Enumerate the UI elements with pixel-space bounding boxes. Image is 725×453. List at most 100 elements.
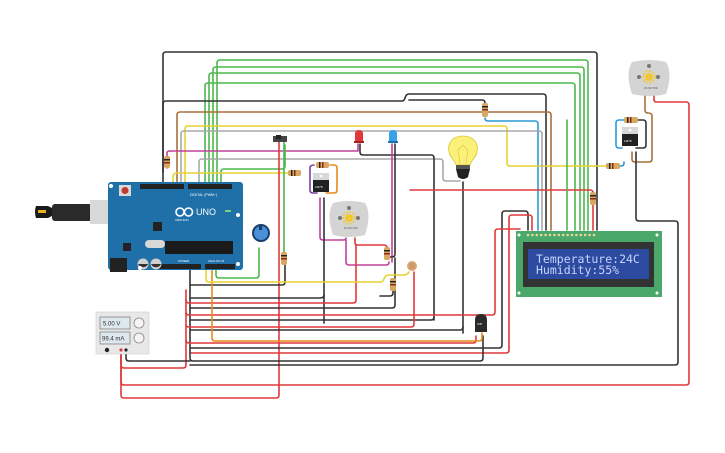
- resistor[interactable]: [590, 192, 596, 205]
- lcd-pin[interactable]: [544, 233, 547, 237]
- wire-black[interactable]: [189, 326, 464, 331]
- wire-black[interactable]: [125, 349, 191, 362]
- arduino-logo-icon: [175, 207, 194, 217]
- wire-gray[interactable]: [198, 158, 461, 184]
- resistor[interactable]: [390, 278, 396, 291]
- photoresistor[interactable]: [407, 261, 417, 271]
- resistor[interactable]: [624, 117, 638, 123]
- resistor[interactable]: [288, 170, 301, 176]
- transistor-2[interactable]: LM78: [622, 127, 638, 146]
- wire-black[interactable]: [387, 143, 396, 258]
- resistor[interactable]: [164, 156, 170, 168]
- wire-red[interactable]: [120, 141, 280, 399]
- lcd-pin[interactable]: [575, 233, 578, 237]
- sensor-label: TMP: [477, 323, 483, 326]
- lcd-pin[interactable]: [588, 233, 591, 237]
- resistor[interactable]: [606, 163, 620, 169]
- power-switch[interactable]: [104, 347, 110, 353]
- transistor-1[interactable]: LM78: [313, 173, 329, 192]
- wire-magenta[interactable]: [319, 197, 347, 241]
- wire-brown[interactable]: [176, 111, 552, 231]
- wire-blue[interactable]: [615, 119, 627, 167]
- resistor[interactable]: [316, 162, 329, 168]
- resistor[interactable]: [281, 252, 287, 265]
- dc-motor-1[interactable]: DC MOTOR: [329, 201, 369, 237]
- wire-green[interactable]: [208, 72, 581, 231]
- led-blue[interactable]: [388, 130, 398, 143]
- lcd-pin[interactable]: [548, 233, 552, 237]
- lcd-pin[interactable]: [566, 233, 569, 237]
- wire-green[interactable]: [215, 247, 260, 279]
- wire-magenta[interactable]: [166, 143, 359, 169]
- current-knob[interactable]: [133, 332, 145, 344]
- lcd-pin[interactable]: [592, 233, 596, 237]
- resistor[interactable]: [482, 103, 488, 117]
- slide-switch[interactable]: [273, 135, 287, 142]
- lcd-pin[interactable]: [561, 233, 565, 237]
- wire-red[interactable]: [185, 228, 521, 316]
- usb-cable-tip: [38, 210, 46, 213]
- lcd-display[interactable]: Temperature:24C Humidity:55%: [516, 231, 662, 297]
- wire-magenta[interactable]: [345, 239, 390, 266]
- lcd-pin[interactable]: [557, 233, 561, 237]
- wire-green[interactable]: [216, 59, 589, 231]
- lcd-pin[interactable]: [535, 233, 539, 237]
- lcd-pin[interactable]: [539, 233, 543, 237]
- wire-red[interactable]: [120, 289, 187, 369]
- wire-black[interactable]: [189, 316, 435, 321]
- resistors: [164, 103, 638, 291]
- wire-black[interactable]: [162, 93, 547, 231]
- wire-orange[interactable]: [325, 164, 338, 194]
- light-bulb-icon[interactable]: [448, 135, 478, 179]
- lcd-pin[interactable]: [531, 233, 534, 237]
- voltage-readout: 5.00 V: [103, 322, 120, 328]
- digital-header-label: DIGITAL (PWM~): [190, 193, 217, 197]
- negative-terminal[interactable]: [124, 348, 128, 352]
- dc-motor-2[interactable]: DC MOTOR: [628, 60, 670, 96]
- wire-yellow[interactable]: [184, 125, 609, 184]
- wire-orange[interactable]: [211, 267, 483, 342]
- wire-yellow[interactable]: [205, 267, 410, 283]
- lcd-pin[interactable]: [570, 233, 574, 237]
- power-supply[interactable]: 5.00 V 99.4 mA: [95, 311, 150, 355]
- wire-black[interactable]: [189, 257, 396, 309]
- wire-black[interactable]: [635, 119, 647, 149]
- resistor[interactable]: [384, 247, 390, 260]
- wire-red[interactable]: [354, 237, 388, 253]
- lcd-pin[interactable]: [583, 233, 587, 237]
- wire-black[interactable]: [189, 294, 325, 299]
- wire-green[interactable]: [212, 66, 585, 231]
- wire-red[interactable]: [185, 335, 477, 344]
- temperature-sensor[interactable]: TMP: [475, 314, 487, 332]
- voltage-knob[interactable]: [133, 317, 145, 329]
- reset-button[interactable]: [121, 187, 129, 194]
- wire-black[interactable]: [189, 151, 679, 366]
- arduino-uno[interactable]: DIGITAL (PWM~) POWER ANALOG IN UNO ARDUI…: [35, 182, 243, 272]
- wire-brown[interactable]: [631, 93, 653, 163]
- wire-red[interactable]: [409, 189, 594, 194]
- wire-green[interactable]: [204, 82, 576, 231]
- wire-red[interactable]: [120, 93, 690, 386]
- lcd-pin[interactable]: [579, 233, 583, 237]
- wire-red[interactable]: [185, 271, 415, 328]
- wire-black[interactable]: [359, 143, 435, 321]
- lcd-pin[interactable]: [553, 233, 556, 237]
- wire-red[interactable]: [189, 214, 533, 354]
- potentiometer[interactable]: [252, 224, 270, 242]
- wire-black[interactable]: [408, 99, 486, 104]
- wire-yellow[interactable]: [172, 172, 289, 184]
- wire-black[interactable]: [189, 210, 529, 349]
- wire-black[interactable]: [162, 51, 598, 231]
- led-red[interactable]: [354, 130, 364, 143]
- wire-black[interactable]: [379, 289, 394, 297]
- digital-header-right: [188, 184, 232, 189]
- wire-black[interactable]: [189, 267, 484, 362]
- lcd-pin[interactable]: [526, 233, 530, 237]
- analog-header-label: ANALOG IN: [208, 259, 224, 263]
- current-display: [99, 331, 131, 345]
- wire-green[interactable]: [220, 144, 286, 184]
- wire-blue[interactable]: [484, 117, 539, 231]
- wire-purple[interactable]: [309, 164, 318, 194]
- positive-terminal[interactable]: [119, 348, 123, 352]
